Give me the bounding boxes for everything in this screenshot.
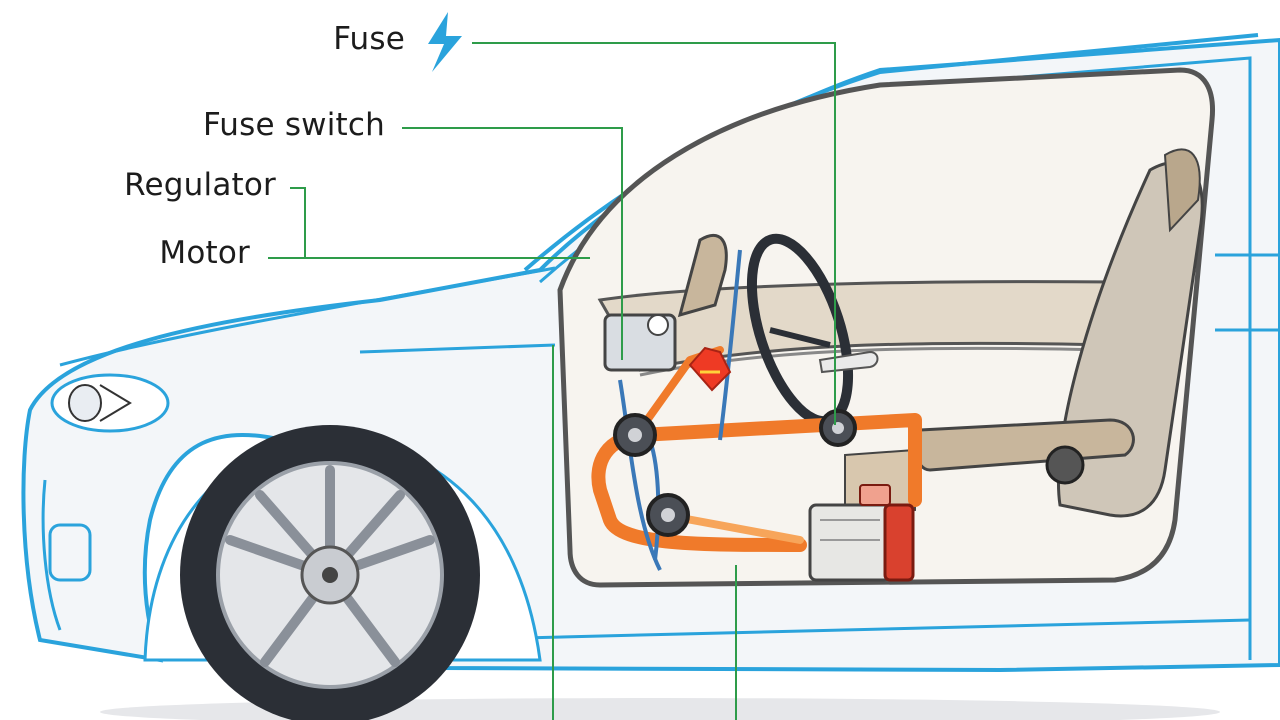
pulley-upper-left bbox=[613, 413, 657, 457]
pulley-right bbox=[819, 409, 857, 447]
rear-door-line bbox=[1215, 253, 1280, 332]
instrument-dial bbox=[647, 314, 669, 336]
front-seat-left bbox=[677, 233, 728, 318]
fog-light bbox=[48, 523, 92, 582]
pulley-lower bbox=[646, 493, 690, 537]
regulator-box bbox=[808, 503, 892, 582]
headrest bbox=[1163, 148, 1201, 233]
seat-recline-joint bbox=[1045, 445, 1085, 485]
headlight bbox=[50, 373, 170, 433]
label-regulator: Regulator bbox=[124, 167, 276, 203]
front-wheel bbox=[180, 425, 480, 720]
belt-line bbox=[359, 343, 556, 354]
leader-line-fuse bbox=[472, 42, 836, 425]
fuse-box bbox=[859, 484, 915, 582]
front-bumper bbox=[41, 479, 62, 631]
relay-module bbox=[688, 346, 732, 392]
leader-lines bbox=[268, 42, 836, 720]
leader-line-regulator bbox=[290, 187, 306, 258]
leader-line-fuse-switch bbox=[402, 127, 623, 360]
label-fuse: Fuse bbox=[333, 21, 405, 57]
lightning-bolt-icon bbox=[428, 12, 462, 72]
rocker-line bbox=[439, 618, 1251, 642]
label-fuse-switch: Fuse switch bbox=[202, 107, 385, 143]
hood-crease bbox=[59, 266, 556, 367]
label-motor: Motor bbox=[159, 235, 250, 271]
